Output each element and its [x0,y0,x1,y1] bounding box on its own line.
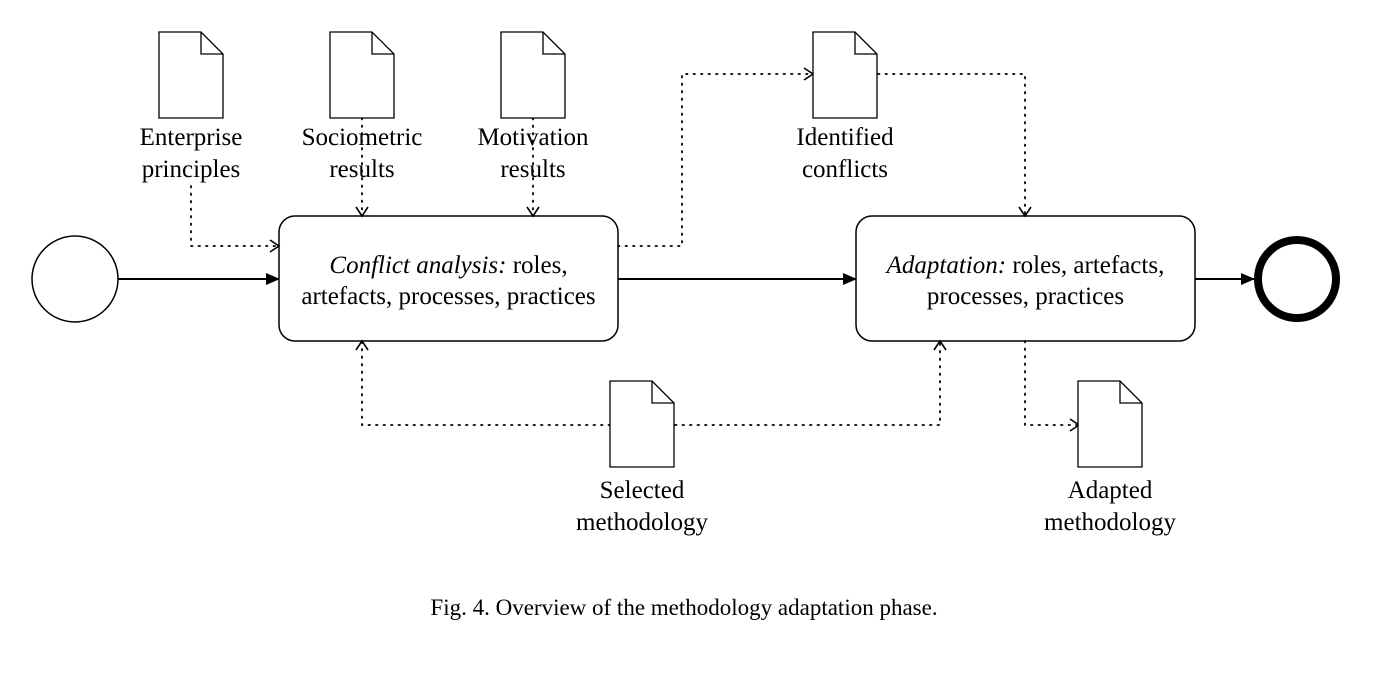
document-icon-motivation [500,31,566,119]
task-conflict-analysis [278,215,619,342]
association-adaptation-to-adapted [1024,340,1081,432]
label-sociometric-line1: Sociometric [302,124,423,151]
document-icon-conflicts [812,31,878,119]
label-conflicts-line2: conflicts [802,156,888,183]
association-selected-to-conflict [355,339,611,426]
start-event [31,235,119,323]
label-motivation-line2: results [500,156,565,183]
document-icon-selected [609,380,675,468]
label-sociometric-line2: results [329,156,394,183]
task-conflict-line2: artefacts, processes, practices [301,283,595,310]
task-conflict-line1: Conflict analysis: roles, [329,252,567,279]
task-adaptation-line1: Adaptation: roles, artefacts, [885,252,1165,279]
association-identified-to-adaptation [877,73,1032,218]
association-conflict-to-identified [617,67,815,247]
end-event [1254,236,1340,322]
label-adapted-line2: methodology [1044,509,1176,536]
label-adapted-line1: Adapted [1068,477,1153,504]
label-selected-line1: Selected [600,477,685,504]
association-selected-to-adaptation [674,339,947,426]
label-enterprise-line2: principles [142,156,241,183]
association-enterprise-to-conflict [190,185,281,253]
label-conflicts-line1: Identified [796,124,894,151]
document-icon-adapted [1077,380,1143,468]
label-motivation-line1: Motivation [477,124,589,151]
label-selected-line2: methodology [576,509,708,536]
document-icon-sociometric [329,31,395,119]
document-icon-enterprise [158,31,224,119]
label-enterprise-line1: Enterprise [140,124,243,151]
figure-caption: Fig. 4. Overview of the methodology adap… [430,595,937,620]
task-adaptation-line2: processes, practices [927,283,1124,310]
